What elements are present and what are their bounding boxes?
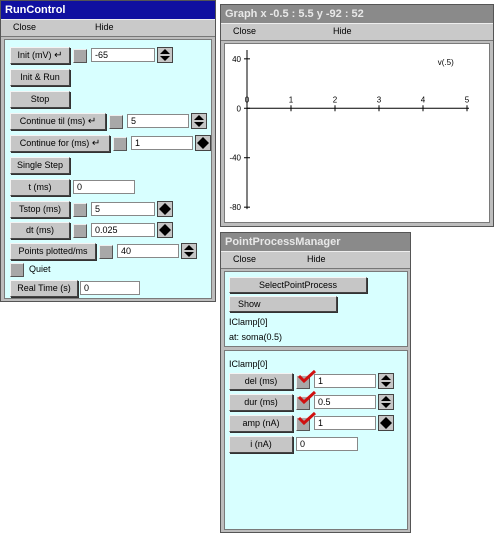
checkmark-icon — [297, 390, 317, 404]
ppm-lower-panel: IClamp[0] del (ms) 1 dur (ms) 0.5 amp (n… — [224, 350, 408, 530]
dt-button[interactable]: dt (ms) — [10, 222, 70, 239]
points-plotted-checkbox[interactable] — [99, 245, 113, 259]
select-point-process-button[interactable]: SelectPointProcess — [229, 277, 367, 293]
up-down-arrows-icon — [194, 115, 204, 127]
up-down-arrows-icon — [381, 375, 391, 387]
dur-button[interactable]: dur (ms) — [229, 394, 293, 411]
dur-field[interactable]: 0.5 — [314, 395, 376, 409]
init-run-button[interactable]: Init & Run — [10, 69, 70, 86]
diamond-arrows-icon — [159, 224, 171, 236]
show-button[interactable]: Show — [229, 296, 337, 312]
ppm-title: PointProcessManager — [221, 233, 410, 251]
ppm-params-label: IClamp[0] — [229, 359, 268, 369]
realtime-button[interactable]: Real Time (s) — [10, 280, 78, 297]
continue-til-spinner[interactable] — [191, 113, 207, 129]
diamond-arrows-icon — [380, 417, 392, 429]
continue-for-field[interactable]: 1 — [131, 136, 193, 150]
ppm-menubar: Close Hide — [221, 251, 410, 269]
init-field[interactable]: -65 — [91, 48, 155, 62]
continue-for-button[interactable]: Continue for (ms) ↵ — [10, 135, 110, 152]
tstop-button[interactable]: Tstop (ms) — [10, 201, 70, 218]
runcontrol-hide-menu[interactable]: Hide — [95, 22, 114, 32]
y-tick-label: -40 — [229, 154, 241, 163]
x-tick-label: 3 — [377, 95, 382, 104]
ppm-location-label: at: soma(0.5) — [229, 332, 283, 342]
ppm-hide-menu[interactable]: Hide — [307, 254, 326, 264]
quiet-checkbox[interactable] — [10, 263, 24, 277]
graph-canvas[interactable]: 0 1 2 3 4 5 40 0 -40 -80 v(.5) — [224, 43, 490, 223]
up-down-arrows-icon — [160, 49, 170, 61]
graph-plot: 0 1 2 3 4 5 40 0 -40 -80 v(.5) — [229, 50, 470, 212]
i-field[interactable]: 0 — [296, 437, 358, 451]
up-down-arrows-icon — [184, 245, 194, 257]
dt-spinner[interactable] — [157, 222, 173, 238]
tstop-field[interactable]: 5 — [91, 202, 155, 216]
continue-for-spinner[interactable] — [195, 135, 211, 151]
up-down-arrows-icon — [381, 396, 391, 408]
continue-til-button[interactable]: Continue til (ms) ↵ — [10, 113, 106, 130]
runcontrol-title: RunControl — [1, 1, 215, 19]
runcontrol-window: RunControl Close Hide Init (mV) ↵ -65 In… — [0, 0, 216, 302]
x-tick-label: 4 — [421, 95, 426, 104]
continue-til-field[interactable]: 5 — [127, 114, 189, 128]
runcontrol-panel: Init (mV) ↵ -65 Init & Run Stop Continue… — [4, 39, 212, 299]
dur-spinner[interactable] — [378, 394, 394, 410]
del-button[interactable]: del (ms) — [229, 373, 293, 390]
ppm-name-label: IClamp[0] — [229, 317, 268, 327]
init-checkbox[interactable] — [73, 49, 87, 63]
dt-field[interactable]: 0.025 — [91, 223, 155, 237]
i-button[interactable]: i (nA) — [229, 436, 293, 453]
continue-til-checkbox[interactable] — [109, 115, 123, 129]
y-tick-label: 0 — [237, 104, 242, 113]
quiet-label: Quiet — [29, 264, 51, 274]
return-arrow-icon: ↵ — [91, 138, 101, 149]
del-spinner[interactable] — [378, 373, 394, 389]
ppm-close-menu[interactable]: Close — [233, 254, 257, 264]
del-field[interactable]: 1 — [314, 374, 376, 388]
x-tick-label: 1 — [289, 95, 294, 104]
runcontrol-menubar: Close Hide — [1, 19, 215, 37]
graph-menubar: Close Hide — [221, 23, 493, 41]
y-tick-label: 40 — [232, 55, 241, 64]
dt-checkbox[interactable] — [73, 224, 87, 238]
checkmark-icon — [297, 411, 317, 425]
diamond-arrows-icon — [159, 203, 171, 215]
amp-field[interactable]: 1 — [314, 416, 376, 430]
points-plotted-field[interactable]: 40 — [117, 244, 179, 258]
return-arrow-icon: ↵ — [54, 50, 63, 61]
series-legend-label: v(.5) — [438, 58, 454, 67]
graph-hide-menu[interactable]: Hide — [333, 26, 352, 36]
graph-window: Graph x -0.5 : 5.5 y -92 : 52 Close Hide… — [220, 4, 494, 227]
stop-button[interactable]: Stop — [10, 91, 70, 108]
points-plotted-button[interactable]: Points plotted/ms — [10, 243, 96, 260]
runcontrol-close-menu[interactable]: Close — [13, 22, 37, 32]
ppm-window: PointProcessManager Close Hide SelectPoi… — [220, 232, 411, 533]
continue-for-checkbox[interactable] — [113, 137, 127, 151]
graph-close-menu[interactable]: Close — [233, 26, 257, 36]
diamond-arrows-icon — [197, 137, 209, 149]
t-field[interactable]: 0 — [73, 180, 135, 194]
single-step-button[interactable]: Single Step — [10, 157, 70, 174]
return-arrow-icon: ↵ — [87, 116, 97, 127]
checkmark-icon — [297, 369, 317, 383]
x-tick-label: 5 — [465, 95, 470, 104]
init-spinner[interactable] — [157, 47, 173, 63]
amp-button[interactable]: amp (nA) — [229, 415, 293, 432]
tstop-checkbox[interactable] — [73, 203, 87, 217]
y-tick-label: -80 — [229, 203, 241, 212]
ppm-upper-panel: SelectPointProcess Show IClamp[0] at: so… — [224, 271, 408, 347]
x-tick-label: 0 — [245, 95, 250, 104]
init-button[interactable]: Init (mV) ↵ — [10, 47, 70, 64]
realtime-field[interactable]: 0 — [80, 281, 140, 295]
t-button[interactable]: t (ms) — [10, 179, 70, 196]
x-tick-label: 2 — [333, 95, 338, 104]
tstop-spinner[interactable] — [157, 201, 173, 217]
points-plotted-spinner[interactable] — [181, 243, 197, 259]
amp-spinner[interactable] — [378, 415, 394, 431]
graph-title: Graph x -0.5 : 5.5 y -92 : 52 — [221, 5, 493, 23]
